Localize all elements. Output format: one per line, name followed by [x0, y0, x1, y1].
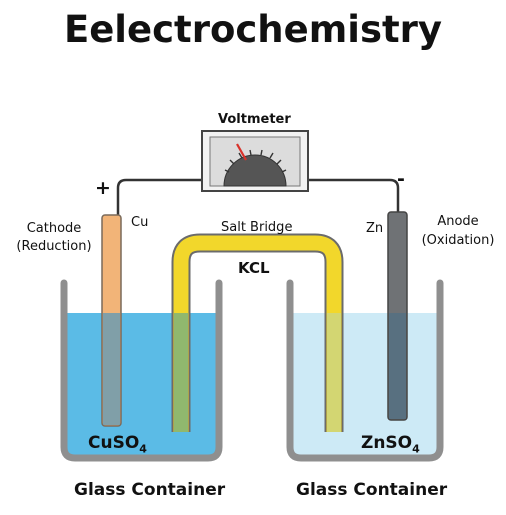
- salt-bridge-left-submerged: [174, 313, 188, 432]
- negative-terminal-sign: -: [397, 168, 405, 190]
- positive-terminal-sign: +: [95, 177, 111, 199]
- left-container-label: Glass Container: [74, 480, 226, 500]
- voltmeter-dial: [223, 154, 287, 187]
- anode-reaction-label: (Oxidation): [421, 233, 495, 248]
- wire-right: [308, 178, 400, 212]
- wire-left: [116, 178, 202, 215]
- cuso4-subscript: 4: [139, 442, 147, 456]
- voltmeter-needle: [236, 143, 247, 161]
- znso4-label: ZnSO4: [361, 433, 420, 455]
- voltmeter-label: Voltmeter: [218, 112, 291, 127]
- page-title: Eelectrochemistry: [63, 8, 443, 51]
- zn-label: Zn: [366, 221, 384, 236]
- left-glass-container: [60, 279, 223, 462]
- zn-electrode: [387, 211, 408, 421]
- right-glass-container: [286, 279, 444, 462]
- salt-bridge-label: Salt Bridge: [221, 220, 293, 235]
- cuso4-main: CuSO: [88, 433, 140, 453]
- cathode-reaction-label: (Reduction): [16, 239, 92, 254]
- znso4-main: ZnSO: [361, 433, 413, 453]
- kcl-label: KCL: [238, 259, 270, 277]
- voltmeter-ticks: [224, 149, 287, 173]
- cu-label: Cu: [131, 215, 149, 230]
- anode-label: Anode: [437, 214, 479, 229]
- cu-electrode: [101, 214, 122, 427]
- salt-bridge: [171, 233, 344, 432]
- znso4-subscript: 4: [412, 442, 420, 456]
- voltmeter: [201, 130, 309, 192]
- salt-bridge-right-submerged: [327, 313, 341, 432]
- cathode-label: Cathode: [26, 221, 82, 236]
- right-container-label: Glass Container: [296, 480, 448, 500]
- cuso4-label: CuSO4: [88, 433, 147, 455]
